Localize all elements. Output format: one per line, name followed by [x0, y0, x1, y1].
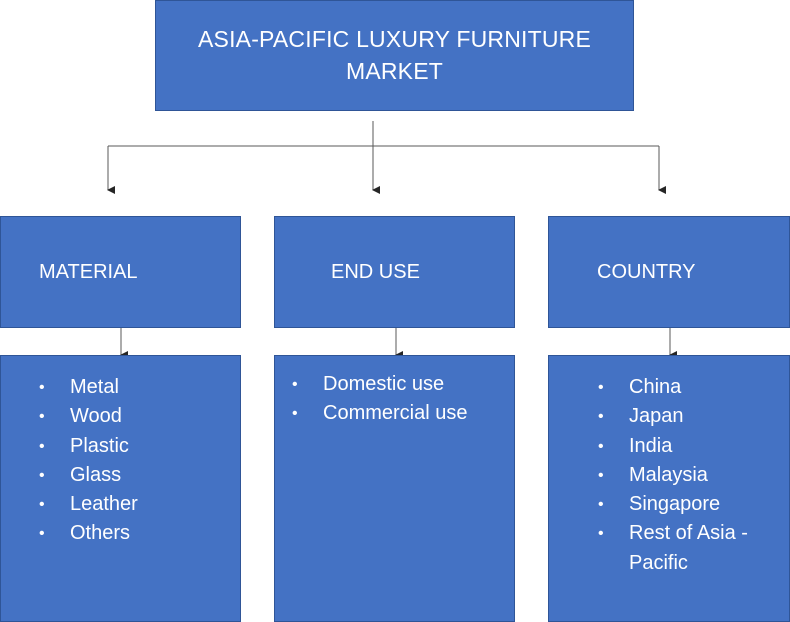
- root-node-box: ASIA-PACIFIC LUXURY FURNITURE MARKET: [155, 0, 634, 111]
- list-item-label: India: [629, 434, 673, 457]
- list-item: • Japan: [598, 402, 779, 431]
- list-box-country: • China • Japan • India • Malaysia • Singapor…: [548, 355, 790, 622]
- list-item: • Metal: [39, 373, 235, 402]
- list-box-material: • Metal • Wood • Plastic • Glass • Leather • O…: [0, 355, 241, 622]
- list-item-label: Leather: [70, 493, 138, 516]
- bullet-icon: •: [598, 437, 604, 455]
- category-box-material: MATERIAL: [0, 216, 241, 328]
- category-box-country: COUNTRY: [548, 216, 790, 328]
- bullet-icon: •: [598, 466, 604, 484]
- category-box-end-use: END USE: [274, 216, 515, 328]
- list-item-label: Commercial use: [323, 402, 468, 425]
- list-item: • Malaysia: [598, 461, 779, 490]
- bullet-icon: •: [598, 525, 604, 543]
- list-item-label: China: [629, 376, 682, 398]
- country-list: • China • Japan • India • Malaysia • Singapor…: [598, 373, 779, 578]
- list-item: • Rest of Asia -Pacific: [598, 519, 779, 578]
- bullet-icon: •: [39, 408, 45, 426]
- list-item: • China: [598, 373, 779, 402]
- bullet-icon: •: [598, 379, 604, 396]
- list-item-label: Japan: [629, 405, 684, 428]
- list-item-label: Malaysia: [629, 463, 708, 486]
- list-item: • Glass: [39, 461, 235, 490]
- list-item-label: Others: [70, 522, 131, 545]
- list-item-label: Domestic use: [323, 373, 445, 395]
- bullet-icon: •: [39, 525, 45, 543]
- end-use-list: • Domestic use • Commercial use: [292, 370, 513, 429]
- list-item-label: Plastic: [70, 434, 129, 457]
- root-node-title: ASIA-PACIFIC LUXURY FURNITURE MARKET: [197, 26, 592, 84]
- list-item: • Commercial use: [292, 399, 513, 428]
- bullet-icon: •: [39, 379, 45, 396]
- list-item-label: Glass: [70, 463, 122, 486]
- list-item: • Plastic: [39, 432, 235, 461]
- bullet-icon: •: [598, 408, 604, 426]
- category-label-material: MATERIAL: [39, 260, 138, 283]
- category-label-country: COUNTRY: [597, 260, 696, 283]
- bullet-icon: •: [39, 437, 45, 455]
- list-item-label: Metal: [70, 376, 119, 398]
- list-item-label: Wood: [70, 405, 122, 428]
- bullet-icon: •: [39, 466, 45, 484]
- list-item: • Singapore: [598, 490, 779, 519]
- material-list: • Metal • Wood • Plastic • Glass • Leather • O…: [39, 373, 235, 549]
- bullet-icon: •: [292, 405, 298, 423]
- bullet-icon: •: [292, 376, 298, 393]
- list-item: • Leather: [39, 490, 235, 519]
- bullet-icon: •: [39, 496, 45, 514]
- bullet-icon: •: [598, 496, 604, 514]
- list-box-end-use: • Domestic use • Commercial use: [274, 355, 515, 622]
- list-item-label: Singapore: [629, 493, 721, 516]
- list-item: • Domestic use: [292, 370, 513, 399]
- list-item: • Wood: [39, 402, 235, 431]
- list-item-label: Rest of Asia -Pacific: [629, 522, 748, 574]
- list-item: • Others: [39, 519, 235, 548]
- category-label-end-use: END USE: [331, 260, 420, 283]
- list-item: • India: [598, 432, 779, 461]
